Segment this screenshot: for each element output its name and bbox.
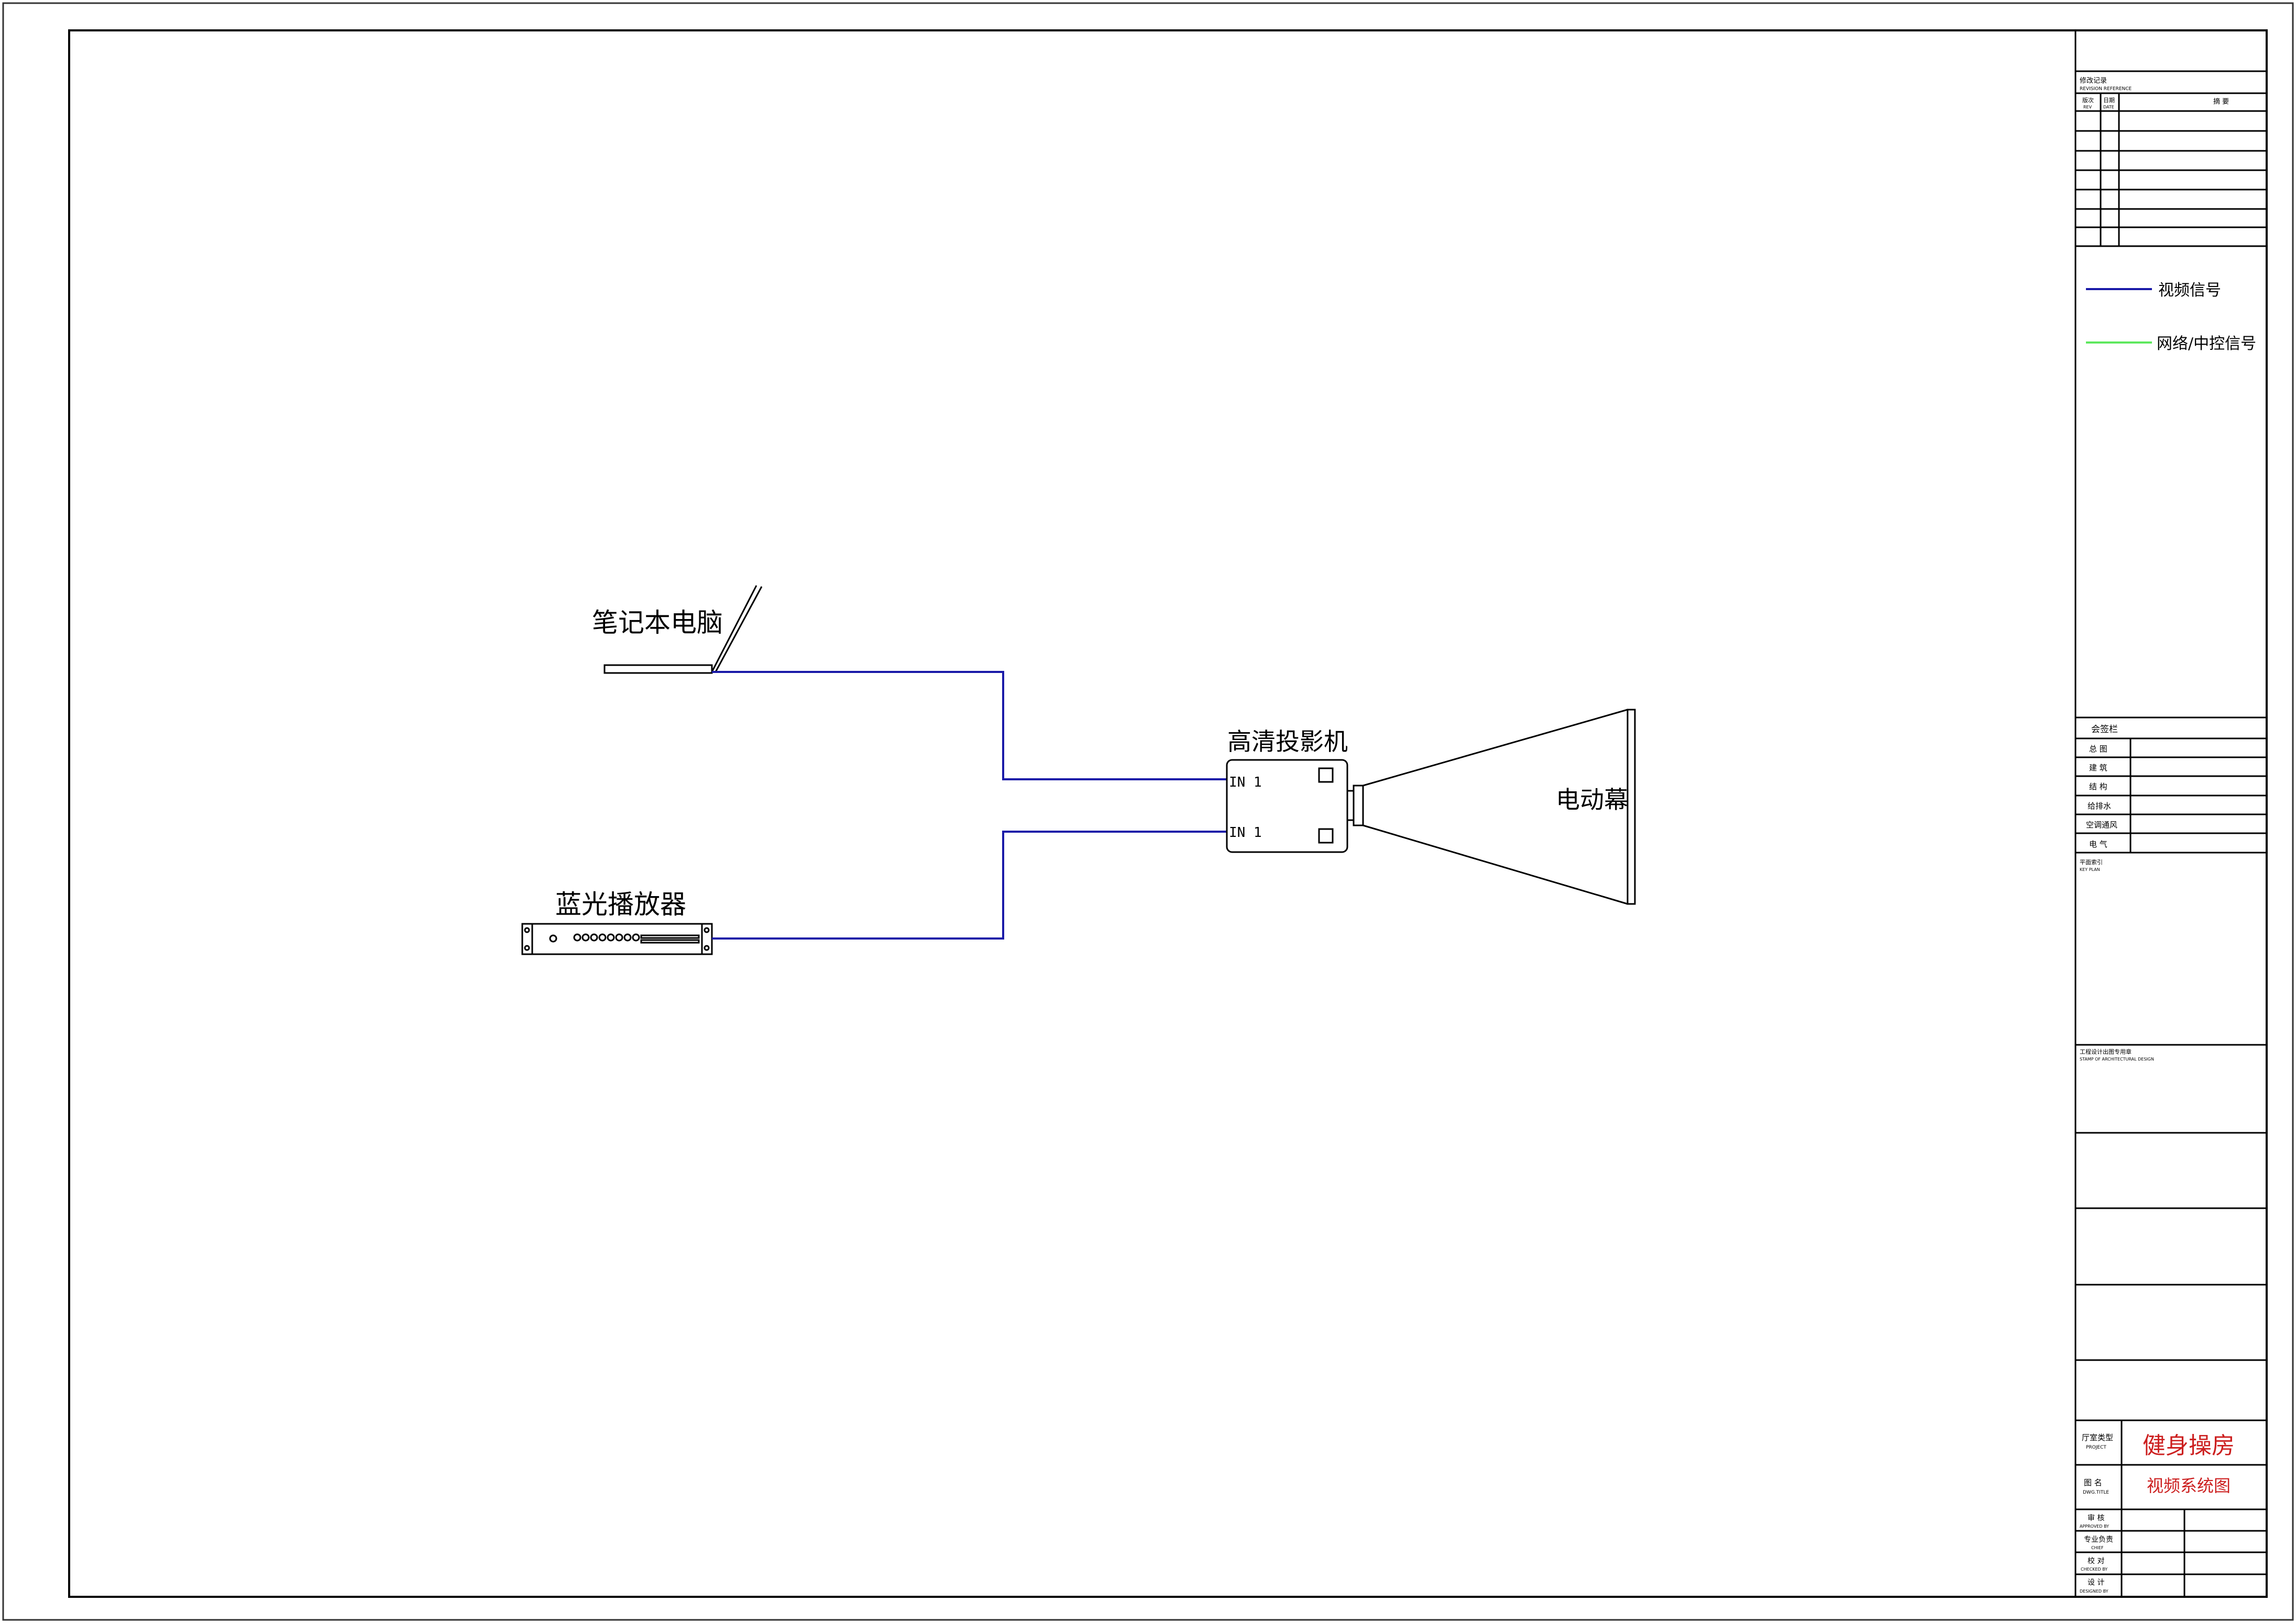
project-label-en: PROJECT — [2086, 1445, 2106, 1450]
sign-row-general: 总 图 — [2089, 744, 2107, 754]
stamp-label: 工程设计出图专用章 — [2080, 1048, 2132, 1055]
date-col-label-en: DATE — [2103, 105, 2114, 109]
date-col-label: 日期 — [2103, 97, 2115, 104]
project-label: 厅室类型 — [2082, 1433, 2113, 1442]
countersign-title: 会签栏 — [2091, 724, 2118, 735]
bluray-label: 蓝光播放器 — [555, 889, 686, 920]
video-line-bluray — [712, 831, 1227, 940]
checked-label: 校 对 — [2088, 1556, 2104, 1565]
drawing-title-label-en: DWG.TITLE — [2083, 1490, 2109, 1495]
revision-title-en: REVISION REFERENCE — [2080, 86, 2132, 92]
rev-col-label: 版次 — [2082, 96, 2094, 104]
projector-port-2: IN 1 — [1229, 825, 1262, 841]
sign-row-electrical: 电 气 — [2089, 840, 2107, 849]
chief-label-en: CHIEF — [2091, 1545, 2104, 1550]
drawing-title-value: 视频系统图 — [2147, 1476, 2231, 1496]
keyplan-label: 平面索引 — [2080, 858, 2103, 866]
approved-label-en: APPROVED BY — [2080, 1524, 2109, 1529]
laptop-label: 笔记本电脑 — [592, 608, 723, 638]
projector-icon — [1226, 759, 1364, 853]
note-col-label: 摘 要 — [2213, 97, 2229, 106]
motorized-screen-icon — [1363, 709, 1636, 905]
legend-network-label: 网络/中控信号 — [2157, 335, 2256, 353]
keyplan-label-en: KEY PLAN — [2080, 867, 2100, 872]
sign-row-structure: 结 构 — [2089, 782, 2107, 791]
designed-label-en: DESIGNED BY — [2080, 1589, 2108, 1594]
sign-row-architecture: 建 筑 — [2089, 763, 2107, 772]
bluray-player-icon — [521, 923, 713, 955]
stamp-label-en: STAMP OF ARCHITECTURAL DESIGN — [2080, 1057, 2154, 1062]
approved-label: 审 核 — [2088, 1514, 2104, 1522]
rev-col-label-en: REV — [2083, 105, 2092, 109]
project-value: 健身操房 — [2143, 1432, 2235, 1459]
laptop-icon — [603, 585, 763, 674]
title-block — [2074, 30, 2267, 1597]
chief-label: 专业负责 — [2084, 1536, 2113, 1544]
projector-port-1: IN 1 — [1229, 775, 1262, 790]
drawing-title-label: 图 名 — [2084, 1478, 2102, 1487]
sign-row-hvac: 空调通风 — [2086, 820, 2117, 830]
inner-frame — [68, 29, 2268, 1598]
screen-label: 电动幕 — [1556, 786, 1628, 814]
legend-video-label: 视频信号 — [2158, 281, 2221, 300]
video-line-laptop — [712, 671, 1227, 780]
sign-row-plumbing: 给排水 — [2088, 801, 2111, 811]
checked-label-en: CHECKED BY — [2081, 1567, 2107, 1572]
designed-label: 设 计 — [2088, 1578, 2104, 1587]
projector-label: 高清投影机 — [1227, 727, 1348, 756]
revision-title: 修改记录 — [2080, 77, 2107, 85]
